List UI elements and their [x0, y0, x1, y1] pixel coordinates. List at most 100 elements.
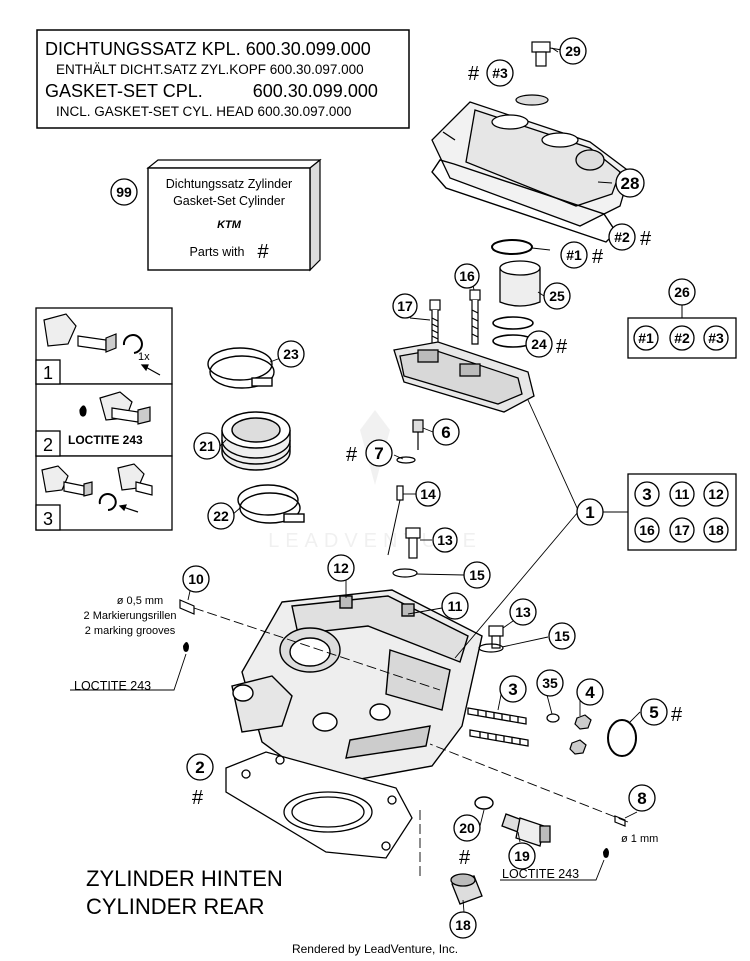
- callout-99: 99: [110, 178, 138, 206]
- svg-text:16: 16: [639, 522, 655, 538]
- svg-text:#: #: [640, 228, 652, 250]
- kit-26-contents: #1 #2 #3: [627, 317, 737, 359]
- header-line-4: INCL. GASKET-SET CYL. HEAD 600.30.097.00…: [56, 104, 351, 119]
- step-number-2: 2: [43, 435, 53, 455]
- diagram-title-en: CYLINDER REAR: [86, 894, 264, 919]
- seal-ring-1: [491, 239, 533, 255]
- callout-25: 25: [543, 282, 571, 310]
- callout-15-lower: 15: [548, 622, 576, 650]
- install-steps: 1 1x 2 LOCTITE 243 3: [35, 307, 173, 531]
- svg-text:4: 4: [585, 683, 595, 702]
- step-1-illustration: 1x: [43, 313, 161, 376]
- svg-text:#: #: [671, 704, 683, 726]
- callout-28: 28: [615, 168, 645, 198]
- svg-text:17: 17: [674, 522, 690, 538]
- gasket-set-header: DICHTUNGSSATZ KPL. 600.30.099.000 ENTHÄL…: [36, 29, 410, 129]
- kit-line-3: Parts with: [190, 245, 245, 259]
- svg-text:99: 99: [116, 184, 132, 200]
- callout-19: 19: [508, 842, 536, 870]
- svg-text:23: 23: [283, 346, 299, 362]
- svg-text:14: 14: [420, 486, 436, 502]
- callout-35: 35: [536, 669, 564, 697]
- callout-20: 20 #: [453, 814, 481, 869]
- callout-21: 21: [193, 432, 221, 460]
- svg-text:18: 18: [708, 522, 724, 538]
- pin-10: [179, 599, 195, 615]
- bolt-16: [469, 289, 481, 345]
- bolt-13-lower: [488, 625, 504, 649]
- plug-18: [450, 873, 483, 905]
- svg-text:#1: #1: [566, 247, 582, 263]
- header-line-2: ENTHÄLT DICHT.SATZ ZYL.KOPF 600.30.097.0…: [56, 62, 364, 77]
- svg-text:12: 12: [333, 560, 349, 576]
- bolt-29: [515, 41, 551, 106]
- callout-18: 18: [449, 911, 477, 939]
- washer-15-upper: [392, 568, 418, 578]
- watermark-text: LEADVENTURE: [268, 530, 482, 552]
- note-diameter-1: ø 1 mm: [621, 833, 658, 845]
- valve-cover: [431, 101, 631, 227]
- svg-text:15: 15: [469, 567, 485, 583]
- sensor-19: [501, 813, 551, 847]
- callout-s3-top: # #3: [468, 59, 514, 87]
- loctite-note-left: LOCTITE 243: [74, 679, 151, 693]
- callout-16: 16: [454, 263, 480, 289]
- step-2-illustration: [79, 391, 151, 425]
- callout-11: 11: [441, 592, 469, 620]
- note-diameter-05: ø 0,5 mm: [117, 595, 163, 607]
- nuts-4: [569, 714, 592, 755]
- o-ring-5: [607, 719, 637, 757]
- callout-13-upper: 13: [432, 527, 458, 553]
- header-line-3: GASKET-SET CPL. 600.30.099.000: [45, 81, 378, 101]
- svg-text:15: 15: [554, 628, 570, 644]
- svg-text:#1: #1: [638, 330, 654, 346]
- svg-text:19: 19: [514, 848, 530, 864]
- svg-text:#3: #3: [708, 330, 724, 346]
- svg-text:12: 12: [708, 486, 724, 502]
- step-number-3: 3: [43, 509, 53, 529]
- ktm-logo: KTM: [217, 219, 242, 231]
- svg-text:24: 24: [531, 336, 547, 352]
- bolt-13-upper: [405, 527, 421, 559]
- callout-13-lower: 13: [509, 598, 537, 626]
- step-2-note: LOCTITE 243: [68, 433, 143, 447]
- svg-text:13: 13: [515, 604, 531, 620]
- o-ring-24a: [492, 316, 534, 330]
- svg-text:#: #: [459, 847, 471, 869]
- svg-text:5: 5: [649, 703, 658, 722]
- nut-35: [546, 713, 560, 723]
- svg-text:11: 11: [448, 598, 463, 614]
- svg-text:28: 28: [621, 174, 640, 193]
- header-line-1: DICHTUNGSSATZ KPL. 600.30.099.000: [45, 39, 371, 59]
- svg-text:35: 35: [542, 675, 558, 691]
- svg-text:21: 21: [199, 438, 215, 454]
- svg-text:20: 20: [459, 820, 475, 836]
- callout-3: 3: [499, 675, 527, 703]
- callout-29: 29: [559, 37, 587, 65]
- studs-3: [467, 707, 529, 747]
- step-number-1: 1: [43, 363, 53, 383]
- spark-plug-tube: [499, 260, 541, 307]
- callout-24: 24 #: [525, 330, 568, 358]
- svg-text:#: #: [468, 63, 480, 85]
- svg-text:10: 10: [188, 571, 204, 587]
- svg-text:7: 7: [374, 444, 383, 463]
- loctite-note-right: LOCTITE 243: [502, 867, 579, 881]
- svg-text:1: 1: [585, 503, 594, 522]
- callout-5: 5 #: [640, 698, 683, 726]
- callout-26: 26: [668, 278, 696, 306]
- seal-7: [396, 456, 416, 464]
- washer-15-lower: [478, 643, 504, 653]
- bolt-17: [429, 299, 441, 345]
- clamp-22: [237, 484, 305, 524]
- callout-15-upper: 15: [463, 561, 491, 589]
- callout-2: 2 #: [186, 753, 214, 809]
- intake-flange-21: [221, 411, 291, 471]
- cylinder-head: [231, 589, 483, 787]
- camshaft-bridge: [393, 341, 535, 413]
- callout-23: 23: [277, 340, 305, 368]
- plug-6: [412, 419, 424, 450]
- svg-text:#: #: [192, 787, 204, 809]
- svg-text:11: 11: [675, 486, 690, 502]
